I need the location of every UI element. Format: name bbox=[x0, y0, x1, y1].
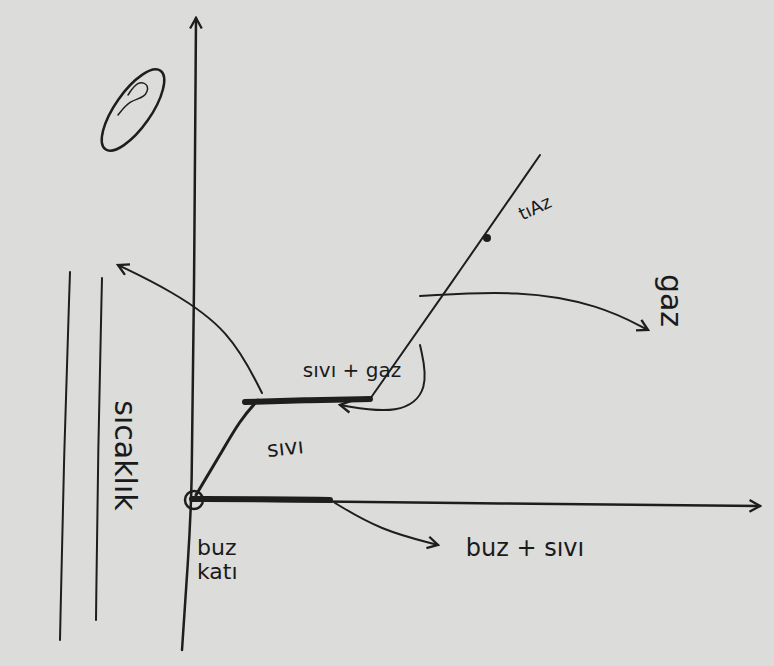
point-dot bbox=[483, 234, 491, 242]
phase-line-thick bbox=[245, 399, 370, 402]
scribble bbox=[118, 83, 148, 115]
region-label: buz katı bbox=[197, 536, 267, 584]
horizontal-axis bbox=[192, 500, 760, 506]
region-label: tıAz bbox=[515, 192, 554, 224]
oval-scribble bbox=[91, 60, 176, 159]
region-label: sıvı bbox=[265, 434, 304, 462]
phase-line bbox=[196, 400, 258, 495]
region-label: gaz bbox=[656, 273, 689, 326]
phase-line-thick bbox=[192, 499, 330, 500]
side-line bbox=[60, 272, 70, 640]
pointer-arrow bbox=[335, 503, 438, 545]
region-label: buz + sıvı bbox=[466, 535, 584, 561]
region-label: sıcaklık bbox=[108, 400, 141, 510]
region-label: sıvı + gaz bbox=[303, 359, 401, 381]
pointer-arrow bbox=[118, 265, 262, 393]
vertical-axis bbox=[182, 18, 196, 650]
pointer-arrow bbox=[420, 293, 648, 330]
triple-point bbox=[185, 491, 203, 509]
side-line bbox=[96, 278, 102, 620]
